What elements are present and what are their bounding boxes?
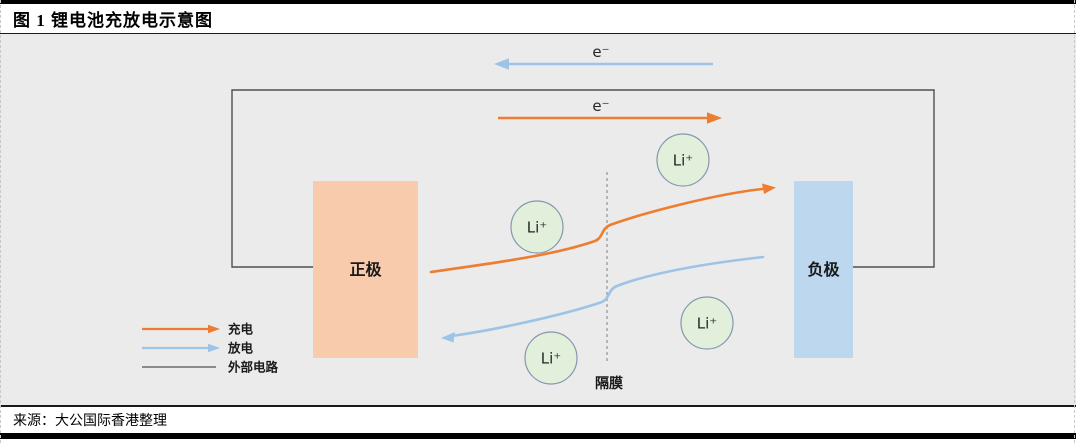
cathode-label: 正极 [349,260,382,279]
charge-flow-curve [429,187,764,274]
source-text: 来源：大公国际香港整理 [13,414,167,429]
li-ion-label: Li⁺ [697,315,717,333]
legend-discharge-label: 放电 [227,341,254,356]
cathode-box [313,181,418,358]
charge-flow-arrowhead-icon [762,183,776,194]
li-ion-circle [524,331,578,385]
left-dashed-border [0,0,1,443]
li-ion-label: Li⁺ [527,219,547,237]
li-ion-circle [656,133,710,187]
electron-flow-charge-arrowhead-icon [707,112,722,124]
li-ion-circle [680,296,734,350]
right-dashed-border [1074,0,1075,443]
electron-label-top: e⁻ [592,43,609,61]
li-ion-4: Li⁺ [524,331,578,385]
li-ion-label: Li⁺ [673,152,693,170]
li-ion-2: Li⁺ [510,200,564,254]
li-ion-label: Li⁺ [541,350,561,368]
legend-charge-arrowhead-icon [208,324,220,334]
electron-flow-discharge-arrowhead-icon [494,58,509,70]
anode-label: 负极 [807,260,840,279]
electron-label-bottom: e⁻ [592,97,609,115]
discharge-flow-arrowhead-icon [441,332,455,343]
legend-charge-label: 充电 [228,322,254,337]
membrane-label: 隔膜 [595,375,623,392]
li-ion-3: Li⁺ [680,296,734,350]
bottom-thick-rule [0,433,1076,439]
source-bar: 来源：大公国际香港整理 [0,407,1076,433]
discharge-flow-curve [453,255,765,337]
legend-circuit-label: 外部电路 [227,360,279,375]
li-ion-circle [510,200,564,254]
top-rule [0,0,1076,4]
li-ion-1: Li⁺ [656,133,710,187]
anode-box [794,181,853,358]
external-circuit-wire [231,89,935,268]
figure-bottom-rule [0,405,1076,407]
figure-title-bar: 图 1 锂电池充放电示意图 [0,4,1076,34]
legend-discharge-arrowhead-icon [208,343,220,353]
legend: 充电 放电 外部电路 [142,322,279,375]
figure-title: 图 1 锂电池充放电示意图 [13,11,213,30]
